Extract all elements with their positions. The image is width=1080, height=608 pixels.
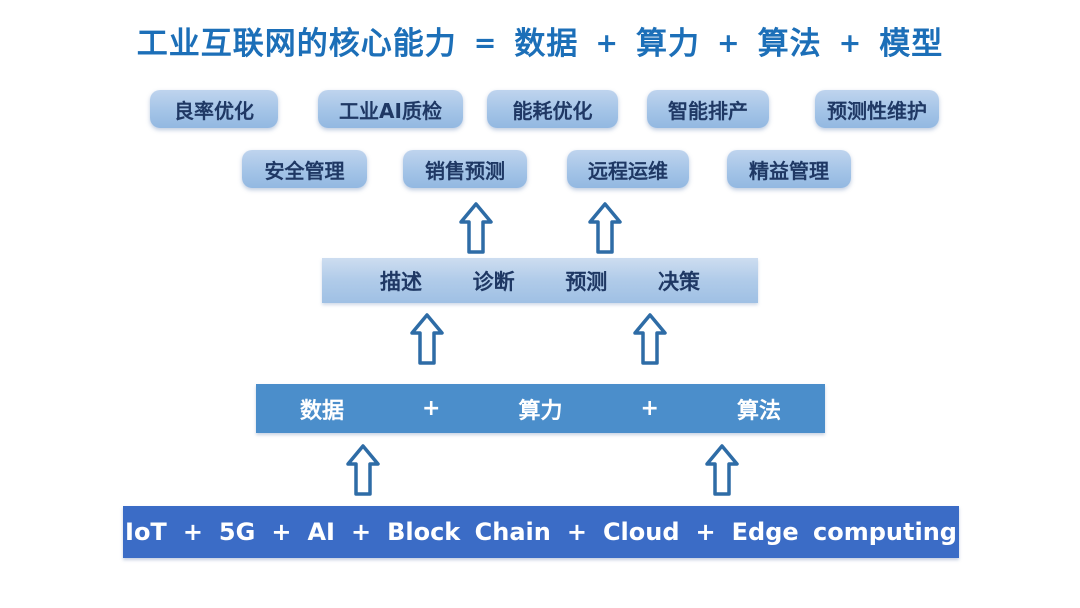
plus-sign: + [838,28,863,59]
app-box-safety-management: 安全管理 [242,150,367,188]
capability-bar: 数据 + 算力 + 算法 [256,384,825,433]
title-part: 算力 [636,26,700,62]
title-part: 数据 [514,26,579,62]
title-part: 模型 [879,26,944,62]
app-box-smart-scheduling: 智能排产 [647,90,769,128]
plus-sign: + [182,518,203,546]
plus-sign: + [595,28,619,59]
up-arrow-icon [410,313,444,365]
plus-sign: + [695,518,716,546]
app-box-sales-forecast: 销售预测 [403,150,527,188]
up-arrow-icon [346,444,380,496]
page-title: 工业互联网的核心能力 = 数据 + 算力 + 算法 + 模型 [0,18,1080,63]
equals-sign: = [473,28,498,59]
analytics-item-diagnose: 诊断 [472,269,515,294]
title-part: 工业互联网的核心能力 [136,26,457,62]
plus-sign: + [350,518,372,546]
plus-sign: + [566,518,587,546]
up-arrow-icon [588,202,622,254]
app-box-yield-optimization: 良率优化 [150,90,278,128]
capability-item-computing-power: 算力 [518,398,563,424]
app-box-predictive-maintenance: 预测性维护 [815,90,939,128]
tech-item-cloud: Cloud [602,518,680,546]
capability-item-algorithm: 算法 [736,398,781,424]
tech-item-edge-computing: Edge computing [731,518,957,546]
up-arrow-icon [633,313,667,365]
title-part: 算法 [757,26,822,62]
tech-item-ai: AI [307,518,335,546]
plus-sign: + [422,396,441,421]
technology-bar: IoT + 5G + AI + Block Chain + Cloud + Ed… [123,506,959,558]
app-box-remote-operations: 远程运维 [567,150,689,188]
app-box-lean-management: 精益管理 [727,150,851,188]
app-box-energy-optimization: 能耗优化 [487,90,618,128]
analytics-item-predict: 预测 [565,269,608,294]
plus-sign: + [717,28,741,59]
up-arrow-icon [705,444,739,496]
plus-sign: + [271,518,292,546]
app-box-industrial-ai-inspection: 工业AI质检 [318,90,463,128]
capability-item-data: 数据 [300,398,345,424]
analytics-item-describe: 描述 [380,269,422,294]
analytics-bar: 描述 诊断 预测 决策 [322,258,758,303]
plus-sign: + [640,396,659,421]
tech-item-iot: IoT [125,518,167,546]
tech-item-blockchain: Block Chain [387,518,551,546]
up-arrow-icon [459,202,493,254]
tech-item-5g: 5G [218,518,256,546]
analytics-item-decide: 决策 [657,269,700,294]
